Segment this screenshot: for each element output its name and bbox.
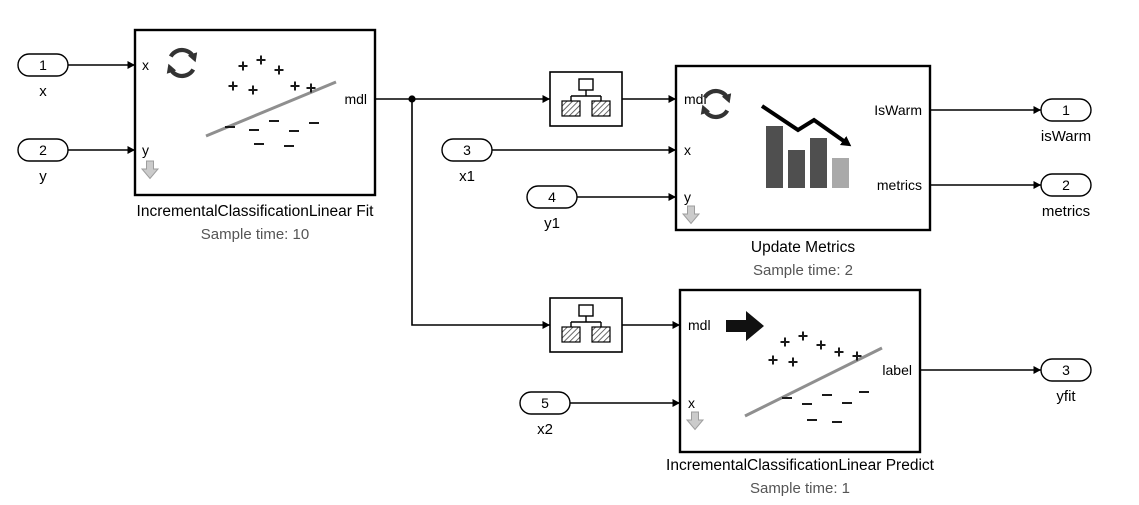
inport-3[interactable] xyxy=(441,138,493,162)
inport-5-number: 5 xyxy=(541,395,549,411)
inport-3-label: x1 xyxy=(459,168,475,185)
inport-4[interactable] xyxy=(526,185,578,209)
outport-3-number: 3 xyxy=(1062,362,1070,378)
update-port-iswarm-label: IsWarm xyxy=(874,102,922,118)
inport-1[interactable] xyxy=(17,53,69,77)
predict-forward-arrow-icon xyxy=(726,311,764,341)
outport-3-label: yfit xyxy=(1056,388,1076,405)
rate-transition-icon xyxy=(561,304,611,343)
gray-down-arrow-icon xyxy=(685,411,705,431)
inport-3-number: 3 xyxy=(463,142,471,158)
fit-sample-time-annotation: Sample time: 10 xyxy=(201,226,309,243)
rate-transition-icon xyxy=(561,78,611,117)
rate-transition-block-1[interactable] xyxy=(549,71,623,127)
inport-2-label: y xyxy=(39,168,47,185)
fit-port-y-label: y xyxy=(142,142,149,158)
update-port-mdl-label: mdl xyxy=(684,91,707,107)
incremental-classification-linear-fit-block[interactable] xyxy=(133,28,377,197)
wire-mdl-branch-to-rate-transition-2[interactable] xyxy=(411,99,550,329)
wire-junction-dot[interactable] xyxy=(408,95,416,103)
inport-4-number: 4 xyxy=(548,189,556,205)
update-port-metrics-label: metrics xyxy=(877,177,922,193)
inport-1-number: 1 xyxy=(39,57,47,73)
inport-5-label: x2 xyxy=(537,421,553,438)
fit-block-title[interactable]: IncrementalClassificationLinear Fit xyxy=(137,203,375,220)
incremental-classification-linear-predict-block[interactable] xyxy=(678,288,922,454)
classification-scatter-icon xyxy=(205,55,337,147)
refresh-icon xyxy=(700,88,732,120)
update-metrics-block-title[interactable]: Update Metrics xyxy=(751,239,855,256)
predict-block-title[interactable]: IncrementalClassificationLinear Predict xyxy=(666,457,935,474)
outport-1-number: 1 xyxy=(1062,102,1070,118)
predict-port-x-label: x xyxy=(688,395,695,411)
update-sample-time-annotation: Sample time: 2 xyxy=(753,262,853,279)
inport-2[interactable] xyxy=(17,138,69,162)
update-port-y-label: y xyxy=(684,189,691,205)
predict-port-mdl-label: mdl xyxy=(688,317,711,333)
gray-down-arrow-icon xyxy=(140,160,160,180)
update-port-x-label: x xyxy=(684,142,691,158)
fit-port-mdl-label: mdl xyxy=(344,91,367,107)
gray-down-arrow-icon xyxy=(681,205,701,225)
fit-port-x-label: x xyxy=(142,57,149,73)
outport-1-label: isWarm xyxy=(1041,128,1091,145)
update-metrics-block[interactable] xyxy=(674,64,932,232)
predict-sample-time-annotation: Sample time: 1 xyxy=(750,480,850,497)
classification-scatter-icon xyxy=(744,331,883,423)
predict-port-label-label: label xyxy=(882,362,912,378)
outport-2-number: 2 xyxy=(1062,177,1070,193)
inport-1-label: x xyxy=(39,83,47,100)
outport-3[interactable] xyxy=(1040,358,1092,382)
rate-transition-block-2[interactable] xyxy=(549,297,623,353)
inport-2-number: 2 xyxy=(39,142,47,158)
outport-2-label: metrics xyxy=(1042,203,1090,220)
outport-1[interactable] xyxy=(1040,98,1092,122)
inport-4-label: y1 xyxy=(544,215,560,232)
metrics-bar-chart-icon xyxy=(760,104,852,188)
outport-2[interactable] xyxy=(1040,173,1092,197)
refresh-icon xyxy=(166,47,198,79)
inport-5[interactable] xyxy=(519,391,571,415)
